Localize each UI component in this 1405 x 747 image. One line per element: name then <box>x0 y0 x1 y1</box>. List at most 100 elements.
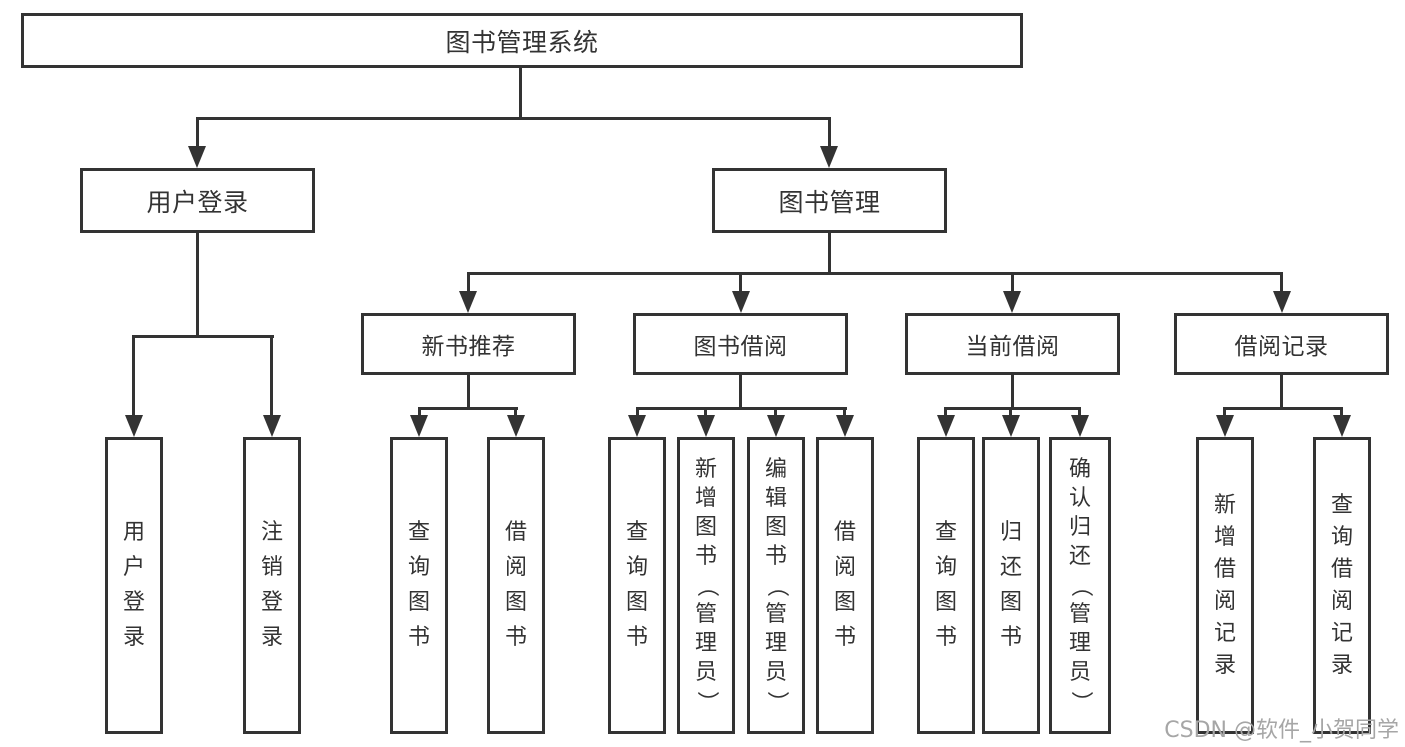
connector-line <box>467 272 1283 275</box>
connector-line <box>739 272 742 295</box>
leaf-label-char: 还 <box>1068 543 1091 569</box>
leaf-label: 用户登录 <box>123 522 145 649</box>
leaf-label-char: 归 <box>1068 514 1091 540</box>
connector-line <box>1078 407 1081 419</box>
connector-line <box>1223 407 1226 419</box>
connector-line <box>418 407 518 410</box>
leaf-label-char: ） <box>763 690 789 713</box>
leaf-label-char: 图 <box>625 590 648 615</box>
leaf-label-char: 阅 <box>504 555 527 580</box>
leaf-label-char: 查 <box>407 520 430 545</box>
connector-line <box>467 272 470 295</box>
leaf-label-char: 借 <box>1213 556 1236 582</box>
arrowhead-down-icon <box>507 415 525 437</box>
leaf-label-char: 注 <box>260 520 283 545</box>
leaf-confirm-return-admin: 确认归还（管理员） <box>1049 437 1111 734</box>
leaf-label-char: 阅 <box>1330 588 1353 614</box>
leaf-label: 借阅图书 <box>834 522 856 649</box>
leaf-label-char: 登 <box>122 590 145 615</box>
leaf-label-char: 书 <box>407 625 430 650</box>
leaf-label-char: 询 <box>407 555 430 580</box>
leaf-label-char: 图 <box>694 514 717 540</box>
leaf-label: 借阅图书 <box>505 522 527 649</box>
leaf-user-login: 用户登录 <box>105 437 163 734</box>
leaf-query-books: 查询图书 <box>390 437 448 734</box>
leaf-add-book-admin: 新增图书（管理员） <box>677 437 735 734</box>
leaf-label: 查询图书 <box>626 522 648 649</box>
leaf-label-char: 书 <box>764 543 787 569</box>
leaf-label: 新增借阅记录 <box>1213 494 1236 678</box>
leaf-label: 查询图书 <box>935 522 957 649</box>
leaf-label-char: 管 <box>1068 601 1091 627</box>
leaf-label-char: 书 <box>999 625 1022 650</box>
leaf-label: 确认归还（管理员） <box>1067 456 1093 713</box>
leaf-borrow-books: 借阅图书 <box>816 437 874 734</box>
connector-line <box>1011 272 1014 295</box>
leaf-label-char: 书 <box>504 625 527 650</box>
arrowhead-down-icon <box>836 415 854 437</box>
leaf-label: 查询借阅记录 <box>1330 494 1353 677</box>
connector-line <box>828 233 831 275</box>
leaf-label-char: 还 <box>999 555 1022 580</box>
leaf-label-char: （ <box>1067 574 1093 597</box>
leaf-label-char: 理 <box>764 630 787 656</box>
leaf-return-books: 归还图书 <box>982 437 1040 734</box>
leaf-label-char: （ <box>693 574 719 597</box>
leaf-label-char: 图 <box>407 590 430 615</box>
leaf-label-char: 书 <box>694 543 717 569</box>
leaf-label-char: 确 <box>1068 456 1091 482</box>
leaf-label-char: 录 <box>1213 652 1236 678</box>
connector-line <box>132 335 135 419</box>
leaf-label-char: 员 <box>1068 659 1091 685</box>
connector-line <box>418 407 421 419</box>
node-current-borrowing: 当前借阅 <box>905 313 1120 375</box>
leaf-label-char: 询 <box>934 555 957 580</box>
leaf-label: 编辑图书（管理员） <box>763 458 789 713</box>
leaf-label-char: ） <box>693 690 719 713</box>
leaf-label-char: 管 <box>694 601 717 627</box>
connector-line <box>944 407 947 419</box>
connector-line <box>1009 407 1012 419</box>
connector-line <box>1280 272 1283 295</box>
connector-line <box>843 407 846 419</box>
connector-line <box>196 117 831 120</box>
leaf-label: 归还图书 <box>1000 522 1022 649</box>
arrowhead-down-icon <box>1333 415 1351 437</box>
leaf-label-char: 借 <box>833 520 856 545</box>
leaf-label-char: 户 <box>122 555 145 580</box>
leaf-label-char: 销 <box>260 555 283 580</box>
connector-line <box>519 68 522 120</box>
leaf-label-char: 书 <box>625 625 648 650</box>
connector-line <box>467 375 470 409</box>
arrowhead-down-icon <box>410 415 428 437</box>
leaf-label-char: 增 <box>1213 524 1236 550</box>
arrowhead-down-icon <box>263 415 281 437</box>
leaf-label-char: 询 <box>625 555 648 580</box>
arrowhead-down-icon <box>937 415 955 437</box>
leaf-label-char: 图 <box>504 590 527 615</box>
connector-line <box>132 335 274 338</box>
arrowhead-down-icon <box>1002 415 1020 437</box>
leaf-label: 新增图书（管理员） <box>693 458 719 713</box>
leaf-query-borrow-record: 查询借阅记录 <box>1313 437 1371 734</box>
arrowhead-down-icon <box>697 415 715 437</box>
leaf-label-char: 记 <box>1330 620 1353 646</box>
arrowhead-down-icon <box>767 415 785 437</box>
leaf-label-char: 借 <box>1330 556 1353 582</box>
leaf-label-char: 用 <box>122 520 145 545</box>
leaf-label: 查询图书 <box>408 522 430 649</box>
connector-line <box>1223 407 1343 410</box>
arrowhead-down-icon <box>1216 415 1234 437</box>
node-book-management: 图书管理 <box>712 168 947 233</box>
arrowhead-down-icon <box>188 146 206 168</box>
leaf-label-char: 查 <box>934 520 957 545</box>
arrowhead-down-icon <box>628 415 646 437</box>
node-new-book-recommend: 新书推荐 <box>361 313 576 375</box>
leaf-label-char: 图 <box>999 590 1022 615</box>
csdn-watermark: CSDN @软件_小贺同学 <box>1164 718 1399 743</box>
leaf-label-char: 记 <box>1213 620 1236 646</box>
leaf-label-char: 图 <box>934 590 957 615</box>
connector-line <box>704 407 707 419</box>
leaf-add-borrow-record: 新增借阅记录 <box>1196 437 1254 734</box>
leaf-label-char: 阅 <box>1213 588 1236 614</box>
